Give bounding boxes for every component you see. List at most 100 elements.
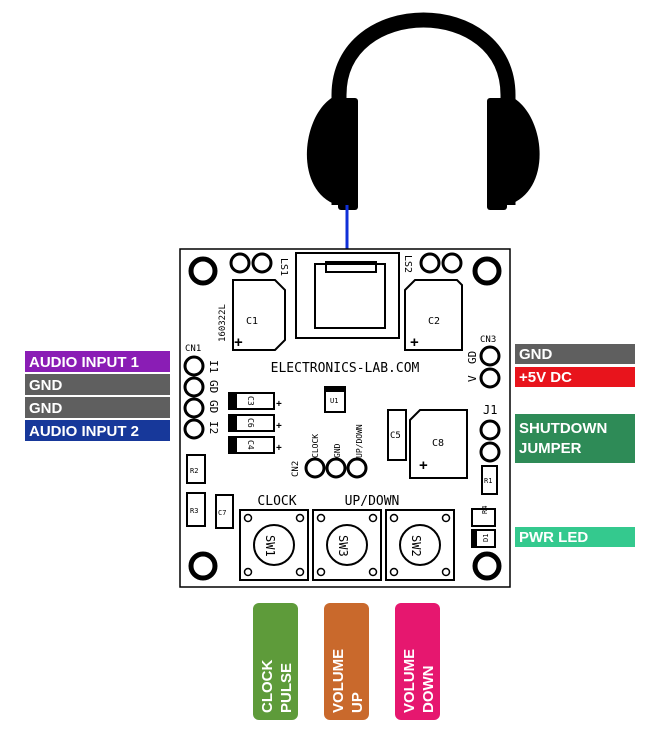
ls1-connector bbox=[229, 252, 273, 274]
volume-up-line2: UP bbox=[349, 692, 366, 713]
c3-capacitor: C3 + bbox=[228, 392, 282, 410]
svg-text:SW3: SW3 bbox=[336, 535, 350, 557]
gnd-left-1-label: GND bbox=[29, 377, 63, 394]
clock-silk: CLOCK bbox=[257, 494, 296, 509]
c7-capacitor bbox=[215, 494, 234, 529]
svg-text:+: + bbox=[276, 443, 282, 454]
updown-silk: UP/DOWN bbox=[345, 494, 400, 509]
sw3-switch: SW3 bbox=[312, 509, 382, 581]
cn2-label: CN2 bbox=[291, 461, 301, 477]
pwr-led-label: PWR LED bbox=[519, 529, 588, 546]
mounting-hole bbox=[472, 256, 502, 286]
r3-resistor bbox=[186, 492, 206, 527]
r1-label: R1 bbox=[484, 477, 492, 485]
audio-input-1-badge bbox=[25, 351, 170, 372]
c1-capacitor bbox=[232, 279, 286, 351]
cn3-pin-v: V bbox=[466, 375, 479, 382]
gnd-left-2-label: GND bbox=[29, 400, 63, 417]
right-earcup bbox=[508, 95, 540, 205]
cn2-pin-updown: UP/DOWN bbox=[355, 424, 364, 458]
shutdown-label-line1: SHUTDOWN bbox=[519, 420, 607, 437]
d1-mark bbox=[472, 530, 477, 547]
volume-up-line1: VOLUME bbox=[330, 649, 347, 713]
c4-capacitor: C4 + bbox=[228, 436, 282, 454]
r4-label: R4 bbox=[481, 506, 489, 514]
gnd-left-2-badge bbox=[25, 397, 170, 418]
gnd-left-1-badge bbox=[25, 374, 170, 395]
j1-label: J1 bbox=[483, 403, 497, 417]
headband bbox=[331, 12, 516, 205]
shutdown-badge bbox=[515, 414, 635, 463]
ls1-label: LS1 bbox=[278, 258, 289, 276]
r2-resistor bbox=[186, 454, 206, 484]
right-earpad bbox=[487, 98, 507, 210]
mounting-hole bbox=[188, 256, 218, 286]
c6-capacitor: C6 + bbox=[228, 414, 282, 432]
sw2-switch: SW2 bbox=[385, 509, 455, 581]
audio-jack bbox=[295, 252, 400, 339]
left-earpad bbox=[338, 98, 358, 210]
left-labels: AUDIO INPUT 1 GND GND AUDIO INPUT 2 bbox=[25, 351, 170, 441]
cn1-label: CN1 bbox=[185, 344, 201, 354]
c2-label: C2 bbox=[428, 316, 440, 327]
c1-label: C1 bbox=[246, 316, 258, 327]
plus5v-badge bbox=[515, 367, 635, 387]
ls2-label: LS2 bbox=[402, 255, 413, 273]
audio-input-2-label: AUDIO INPUT 2 bbox=[29, 423, 139, 440]
j1-jumper bbox=[479, 419, 501, 463]
bottom-labels: CLOCK PULSE VOLUME UP VOLUME DOWN bbox=[253, 603, 440, 720]
svg-text:SW2: SW2 bbox=[409, 535, 423, 557]
volume-down-line1: VOLUME bbox=[401, 649, 418, 713]
svg-text:C4: C4 bbox=[246, 440, 255, 450]
mounting-hole bbox=[188, 551, 218, 581]
sw1-switch: SW1 bbox=[239, 509, 309, 581]
r2-label: R2 bbox=[190, 467, 198, 475]
cn3-label: CN3 bbox=[480, 335, 496, 345]
cn2-pin-clock: CLOCK bbox=[311, 434, 320, 458]
c5-capacitor bbox=[387, 409, 407, 461]
svg-text:C6: C6 bbox=[246, 418, 255, 428]
c5-label: C5 bbox=[390, 431, 401, 441]
right-labels: GND +5V DC SHUTDOWN JUMPER PWR LED bbox=[515, 344, 635, 547]
volume-down-badge bbox=[395, 603, 440, 720]
c8-plus: + bbox=[419, 457, 428, 474]
volume-down-line2: DOWN bbox=[420, 666, 437, 714]
d1-label: D1 bbox=[482, 534, 490, 542]
cn3-connector bbox=[479, 345, 501, 389]
cn2-pin-gnd: GND bbox=[333, 443, 342, 458]
r3-label: R3 bbox=[190, 507, 198, 515]
svg-text:+: + bbox=[276, 421, 282, 432]
ls2-connector bbox=[419, 252, 463, 274]
cn1-pin-gd1: GD bbox=[207, 380, 220, 393]
svg-text:C3: C3 bbox=[246, 396, 255, 406]
plus5v-label: +5V DC bbox=[519, 369, 572, 386]
pcb-board: LS1 LS2 C1 + 160322L C2 + ELECTRONICS-LA… bbox=[179, 248, 511, 588]
left-earcup bbox=[306, 95, 337, 205]
cn2-connector bbox=[304, 457, 368, 479]
audio-input-2-badge bbox=[25, 420, 170, 441]
u1-label: U1 bbox=[330, 397, 338, 405]
gnd-right-label: GND bbox=[519, 346, 553, 363]
clock-pulse-badge bbox=[253, 603, 298, 720]
pwr-led-badge bbox=[515, 527, 635, 547]
board-code: 160322L bbox=[218, 304, 228, 342]
clock-pulse-line2: PULSE bbox=[278, 663, 295, 713]
site-name: ELECTRONICS-LAB.COM bbox=[271, 361, 420, 376]
svg-text:SW1: SW1 bbox=[263, 535, 277, 557]
gnd-right-badge bbox=[515, 344, 635, 364]
mounting-hole bbox=[472, 551, 502, 581]
u1-pin1-mark bbox=[325, 387, 345, 392]
volume-up-badge bbox=[324, 603, 369, 720]
shutdown-label-line2: JUMPER bbox=[519, 440, 582, 457]
c2-capacitor bbox=[404, 279, 463, 351]
cn1-pin-gd2: GD bbox=[207, 400, 220, 413]
c8-capacitor bbox=[409, 409, 468, 479]
c1-plus: + bbox=[234, 334, 243, 351]
c7-label: C7 bbox=[218, 509, 226, 517]
audio-input-1-label: AUDIO INPUT 1 bbox=[29, 354, 139, 371]
c2-plus: + bbox=[410, 334, 419, 351]
svg-text:+: + bbox=[276, 399, 282, 410]
r4-resistor bbox=[471, 508, 496, 527]
c8-label: C8 bbox=[432, 438, 444, 449]
